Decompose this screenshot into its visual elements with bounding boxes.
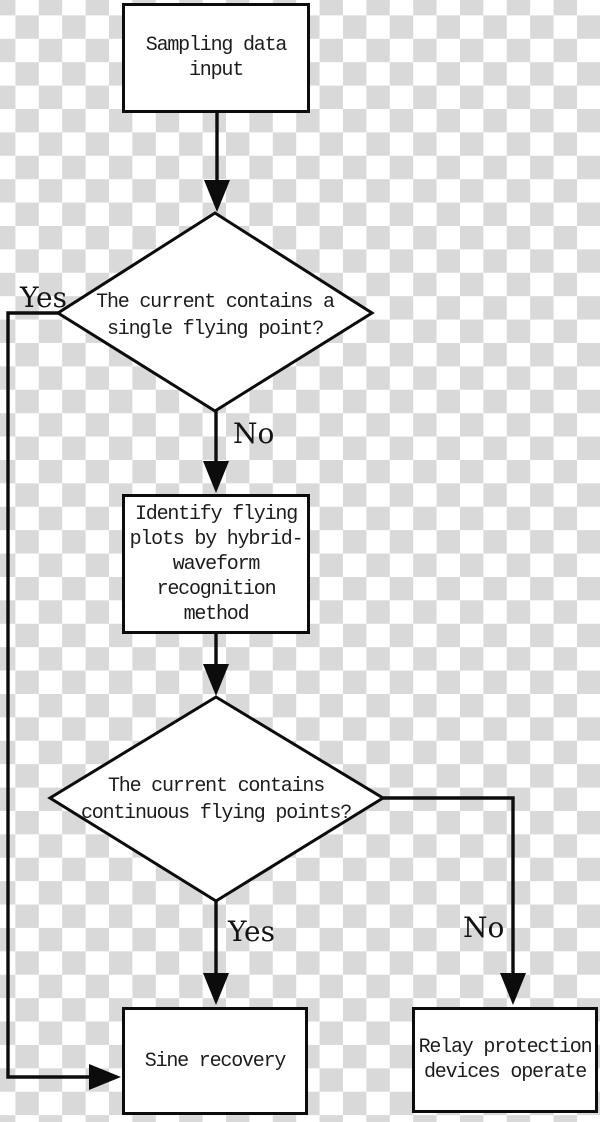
decision-1-diamond [55,211,375,413]
decision-2-label: The current contains continuous flying p… [80,775,352,825]
decision1-no-label: No [233,417,275,450]
node-identify-flying-plots-label: Identify flying plots by hybrid- wavefor… [129,502,304,626]
edge-decision1-yes-to-sine [6,311,90,1079]
arrowhead-down-icon [500,973,526,1005]
node-relay-protection: Relay protection devices operate [412,1007,598,1113]
arrowhead-down-icon [203,461,229,493]
node-sampling-data-input-label: Sampling data input [145,34,288,82]
node-sine-recovery: Sine recovery [122,1007,308,1115]
decision-2-diamond [47,695,386,903]
arrowhead-down-icon [203,973,229,1005]
node-sine-recovery-label: Sine recovery [144,1049,287,1073]
arrowhead-down-icon [204,180,230,212]
arrowhead-right-icon [89,1064,121,1090]
decision2-no-label: No [463,911,505,944]
node-identify-flying-plots: Identify flying plots by hybrid- wavefor… [122,494,310,634]
edge-decision2-no-to-relay [381,796,515,974]
decision1-yes-label: Yes [20,281,67,314]
decision-1-label: The current contains a single flying poi… [96,291,335,341]
node-sampling-data-input: Sampling data input [122,3,310,113]
node-relay-protection-label: Relay protection devices operate [418,1036,593,1084]
decision2-yes-label: Yes [228,915,275,948]
arrowhead-down-icon [203,664,229,696]
